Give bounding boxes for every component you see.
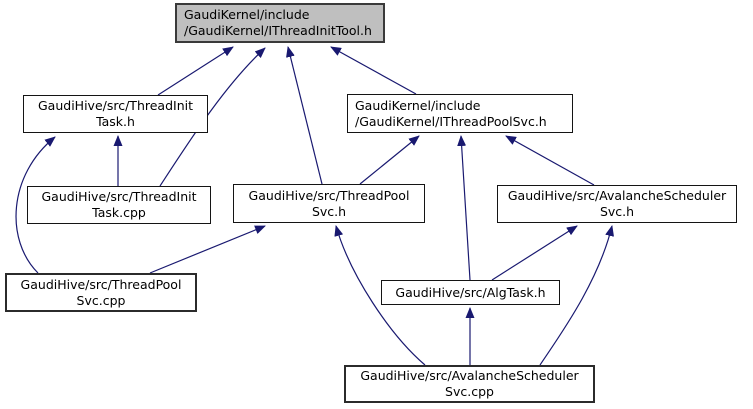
node-threadinittask-cpp[interactable]: GaudiHive/src/ThreadInit Task.cpp <box>27 186 211 224</box>
node-label-line: Svc.cpp <box>445 384 494 399</box>
edge-algtask-to-ithreadpoolsvc <box>457 135 471 281</box>
edge-algtask-to-avalanche-h <box>491 225 578 281</box>
node-ithreadpoolsvc-h[interactable]: GaudiKernel/include /GaudiKernel/IThread… <box>347 94 573 133</box>
node-label-line: Task.cpp <box>92 205 146 220</box>
node-label-line: GaudiHive/src/AlgTask.h <box>395 284 546 300</box>
node-label-line: Svc.cpp <box>76 292 126 308</box>
edge-threadpoolsvc-h-to-ithreadinittool <box>286 46 323 185</box>
edge-threadpoolsvc-h-to-ithreadpoolsvc <box>359 135 420 185</box>
edge-ithreadpoolsvc-to-ithreadinittool <box>330 46 417 95</box>
node-label-line: GaudiKernel/include <box>184 7 310 22</box>
node-label-line: GaudiHive/src/AvalancheScheduler <box>360 368 579 383</box>
node-label-line: Task.h <box>96 114 135 129</box>
edge-threadpoolsvc-cpp-to-threadinittask-h <box>15 136 56 274</box>
node-label-line: /GaudiKernel/IThreadPoolSvc.h <box>355 113 547 129</box>
edge-threadinittask-h-to-ithreadinittool <box>157 46 234 96</box>
node-threadpoolsvc-h[interactable]: GaudiHive/src/ThreadPool Svc.h <box>233 184 425 223</box>
node-label-line: Svc.h <box>311 203 347 219</box>
node-label-line: GaudiHive/src/ThreadInit <box>41 189 197 204</box>
node-threadinittask-h[interactable]: GaudiHive/src/ThreadInit Task.h <box>23 95 208 133</box>
node-label-line: Svc.h <box>599 204 635 219</box>
node-threadpoolsvc-cpp[interactable]: GaudiHive/src/ThreadPool Svc.cpp <box>5 273 197 312</box>
node-label-line: /GaudiKernel/IThreadInitTool.h <box>184 23 372 38</box>
node-label-line: GaudiKernel/include <box>355 97 481 113</box>
node-ithreadinittool-h[interactable]: GaudiKernel/include /GaudiKernel/IThread… <box>175 3 385 43</box>
node-algtask-h[interactable]: GaudiHive/src/AlgTask.h <box>381 280 560 305</box>
edge-avalanche-h-to-ithreadpoolsvc <box>505 135 595 186</box>
edge-avalanche-cpp-to-avalanche-h <box>539 225 614 366</box>
node-label-line: GaudiHive/src/ThreadPool <box>248 187 410 203</box>
node-avalanchescheduler-cpp[interactable]: GaudiHive/src/AvalancheScheduler Svc.cpp <box>344 365 595 403</box>
node-label-line: GaudiHive/src/ThreadPool <box>20 276 182 292</box>
node-label-line: GaudiHive/src/ThreadInit <box>38 98 193 113</box>
node-label-line: GaudiHive/src/AvalancheScheduler <box>507 188 727 203</box>
edge-avalanche-cpp-to-threadpoolsvc-h <box>334 225 426 366</box>
node-avalanchescheduler-h[interactable]: GaudiHive/src/AvalancheScheduler Svc.h <box>497 185 737 223</box>
edge-threadinittask-cpp-to-ithreadinittool <box>159 47 266 187</box>
edge-threadpoolsvc-cpp-to-threadpoolsvc-h <box>149 225 266 274</box>
